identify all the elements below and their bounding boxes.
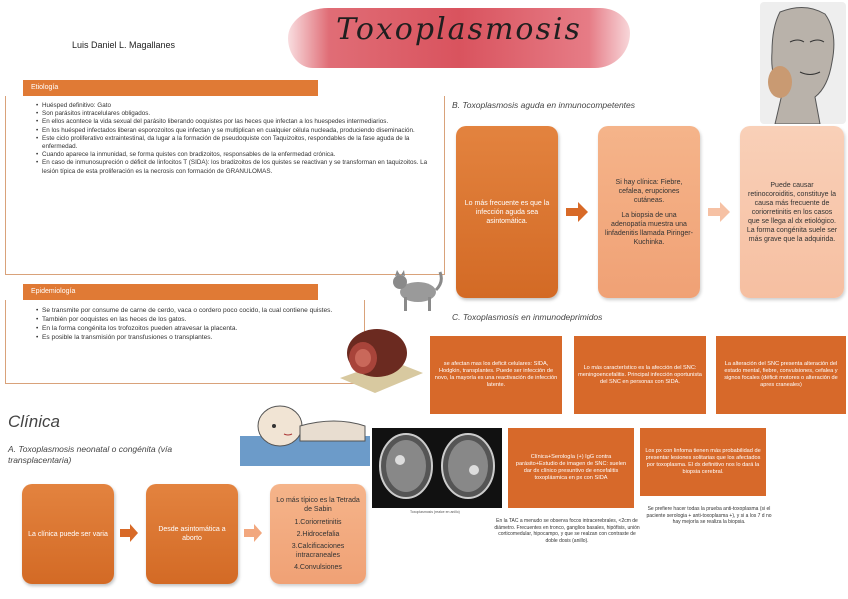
epidemiologia-box: Se transmite por consume de carne de cer… xyxy=(5,300,365,384)
inmunocompetentes-subtitle: B. Toxoplasmosis aguda en inmunocompeten… xyxy=(452,100,636,110)
list-item: 3.Calcificaciones intracraneales xyxy=(291,543,345,559)
list-item: 4.Convulsiones xyxy=(294,564,342,571)
inmunodeprimidos-box-5: Los px con linfoma tienen más probabilid… xyxy=(640,428,766,496)
inmunocompetentes-card-2: Si hay clínica: Fiebre, cefalea, erupcio… xyxy=(598,126,700,298)
list-item: En ellos acontece la vida sexual del par… xyxy=(36,118,438,126)
list-item: En los huésped infectados liberan esporo… xyxy=(36,127,438,135)
etiologia-box: Huésped definitivo: Gato Son parásitos i… xyxy=(5,96,445,275)
list-item: Son parásitos intracelulares obligados. xyxy=(36,110,438,118)
tac-note: En la TAC a menudo se observa focos intr… xyxy=(494,518,640,544)
inmunocompetentes-card-3: Puede causar retinocoroiditis, constituy… xyxy=(740,126,844,298)
cat-illustration xyxy=(388,262,444,314)
arrow-icon xyxy=(120,524,138,547)
list-item: Cuando aparece la inmunidad, se forma qu… xyxy=(36,151,438,159)
list-item: En caso de inmunosupreción o déficit de … xyxy=(36,159,438,175)
tetrada-title: Lo más típico es la Tetrada de Sabin xyxy=(276,497,360,513)
list-item: Se transmite por consume de carne de cer… xyxy=(36,306,358,315)
epidemiologia-header: Epidemiología xyxy=(23,284,318,300)
list-item: Este ciclo proliferativo extraintestinal… xyxy=(36,135,438,151)
title-brush-stroke xyxy=(288,8,630,68)
clinica-title: Clínica xyxy=(8,412,60,431)
inmunodeprimidos-box-3: La alteración del SNC presenta alteració… xyxy=(716,336,846,414)
inmunodeprimidos-box-4: Clínica+Serología (+) IgG contra parásit… xyxy=(508,428,634,508)
card-text: Puede causar retinocoroiditis, constituy… xyxy=(748,181,836,225)
card-text: Si hay clínica: Fiebre, cefalea, erupcio… xyxy=(615,178,683,204)
list-item: Es posible la transmisión por transfusio… xyxy=(36,333,358,342)
list-item: También por ooquistes en las heces de lo… xyxy=(36,315,358,324)
arrow-icon xyxy=(244,524,262,547)
etiologia-list: Huésped definitivo: Gato Son parásitos i… xyxy=(6,96,444,180)
etiologia-header: Etiología xyxy=(23,80,318,96)
etiologia-section: Etiología Huésped definitivo: Gato Son p… xyxy=(5,80,445,275)
list-item: 1.Coriorretinitis xyxy=(294,519,342,526)
infant-illustration xyxy=(240,396,370,466)
neonatal-subtitle: A. Toxoplasmosis neonatal o congénita (v… xyxy=(8,444,173,465)
page-title: Toxoplasmosis xyxy=(336,12,582,47)
meat-illustration xyxy=(335,318,425,396)
neonatal-card-2: Desde asintomática a aborto xyxy=(146,484,238,584)
author-name: Luis Daniel L. Magallanes xyxy=(72,40,176,50)
inmunodeprimidos-subtitle: C. Toxoplasmosis en inmunodeprimidos xyxy=(452,312,603,322)
neonatal-card-1: La clínica puede ser varia xyxy=(22,484,114,584)
inmunocompetentes-card-1: Lo más frecuente es que la infección agu… xyxy=(456,126,558,298)
list-item: Huésped definitivo: Gato xyxy=(36,102,438,110)
ct-scan-caption: Toxoplasmosis (realce en anillo) xyxy=(410,510,460,514)
man-illustration xyxy=(760,2,846,125)
epidemiologia-list: Se transmite por consume de carne de cer… xyxy=(6,300,364,346)
arrow-icon xyxy=(708,202,730,227)
inmunodeprimidos-box-2: Lo más característico es la afección del… xyxy=(574,336,706,414)
neonatal-card-3: Lo más típico es la Tetrada de Sabin 1.C… xyxy=(270,484,366,584)
list-item: 2.Hidrocefalia xyxy=(296,531,340,538)
card-text: La forma congénita suele ser más grave q… xyxy=(746,226,838,243)
ct-scan-image xyxy=(372,428,502,508)
list-item: En la forma congénita los trofozoitos pu… xyxy=(36,324,358,333)
arrow-icon xyxy=(566,202,588,227)
card-text: La biopsia de una adenopatía muestra una… xyxy=(605,211,693,246)
epidemiologia-section: Epidemiología Se transmite por consume d… xyxy=(5,284,365,384)
inmunodeprimidos-box-1: se afectan mas los deficit celulares: SI… xyxy=(430,336,562,414)
biopsy-note: Se prefiere hacer todas la prueba anti-t… xyxy=(646,506,772,525)
